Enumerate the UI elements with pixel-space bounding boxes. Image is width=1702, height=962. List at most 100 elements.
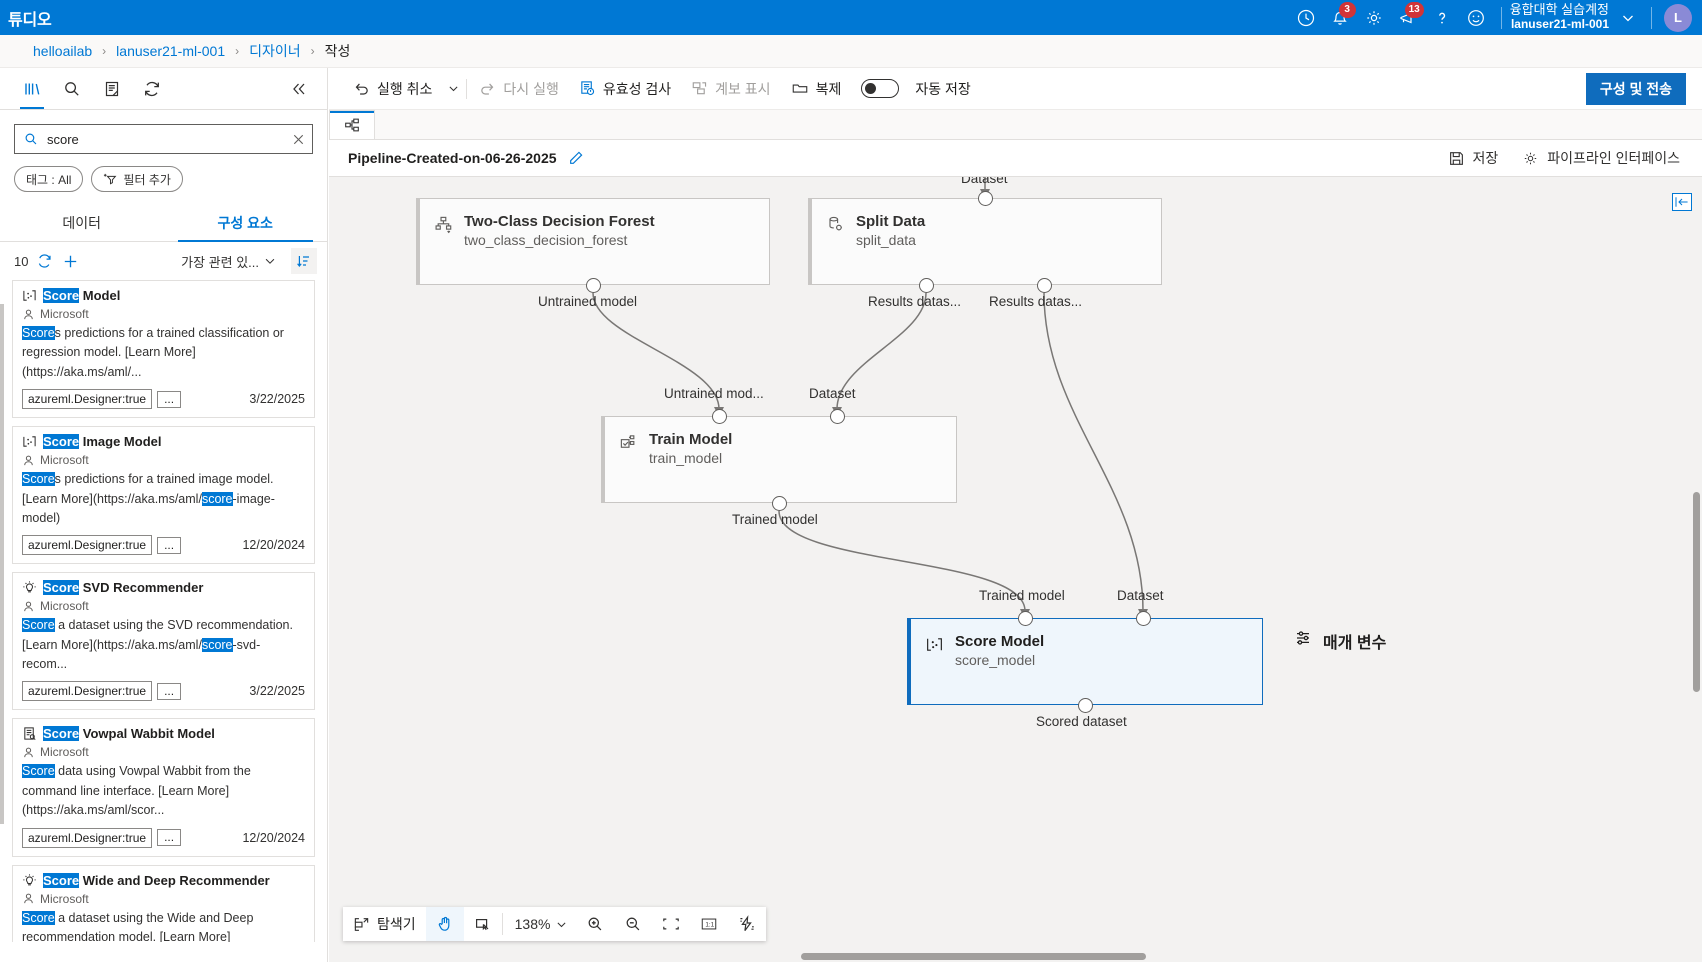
node-train-model[interactable]: Train Model train_model bbox=[601, 416, 957, 503]
input-port[interactable] bbox=[977, 190, 993, 206]
refresh-icon[interactable] bbox=[132, 68, 172, 109]
list-item[interactable]: Score Wide and Deep Recommender Microsof… bbox=[12, 864, 315, 942]
parameters-flyout[interactable]: 매개 변수 bbox=[1280, 621, 1401, 660]
node-score-model[interactable]: Score Model score_model bbox=[907, 618, 1263, 705]
account-info[interactable]: 융합대학 실습계정 lanuser21-ml-001 bbox=[1510, 2, 1613, 32]
fit-to-screen-button[interactable] bbox=[652, 907, 690, 941]
node-split-data[interactable]: Split Data split_data bbox=[808, 198, 1162, 285]
node-title: Two-Class Decision Forest bbox=[464, 213, 655, 230]
tag-overflow[interactable]: ... bbox=[157, 390, 182, 408]
tag-overflow[interactable]: ... bbox=[157, 536, 182, 554]
header-divider bbox=[1500, 6, 1502, 29]
input-port[interactable] bbox=[1135, 610, 1151, 626]
pencil-icon[interactable] bbox=[568, 150, 584, 166]
zoom-out-button[interactable] bbox=[614, 907, 652, 941]
undo-history-chevron-icon[interactable] bbox=[442, 73, 464, 105]
pipeline-tab[interactable] bbox=[329, 110, 375, 139]
input-port[interactable] bbox=[711, 408, 727, 424]
publisher: Microsoft bbox=[22, 745, 305, 759]
fit-to-screen-icon bbox=[663, 918, 680, 930]
zoom-in-button[interactable] bbox=[576, 907, 614, 941]
pan-tool-button[interactable] bbox=[425, 907, 464, 941]
lineage-button[interactable]: 계보 표시 bbox=[681, 73, 780, 105]
clone-button[interactable]: 복제 bbox=[781, 73, 852, 105]
search-icon bbox=[25, 133, 37, 145]
submit-button[interactable]: 구성 및 전송 bbox=[1585, 72, 1686, 105]
list-item[interactable]: Score Model Microsoft Scores predictions… bbox=[12, 280, 315, 419]
breadcrumb: helloailab › lanuser21-ml-001 › 디자이너 › 작… bbox=[0, 35, 1702, 68]
tag-overflow[interactable]: ... bbox=[157, 682, 182, 700]
avatar[interactable]: L bbox=[1664, 3, 1692, 32]
bell-icon[interactable]: 3 bbox=[1323, 0, 1357, 35]
input-port[interactable] bbox=[829, 408, 845, 424]
output-port[interactable] bbox=[1036, 277, 1052, 293]
help-icon[interactable] bbox=[1425, 0, 1459, 35]
select-tool-button[interactable] bbox=[464, 907, 502, 941]
breadcrumb-item-1[interactable]: lanuser21-ml-001 bbox=[116, 43, 226, 59]
tag-chip[interactable]: azureml.Designer:true bbox=[22, 535, 153, 556]
port-label: Results datas... bbox=[868, 294, 962, 309]
canvas-vertical-scrollbar[interactable] bbox=[1693, 492, 1700, 692]
list-item[interactable]: Score Vowpal Wabbit Model Microsoft Scor… bbox=[12, 718, 315, 857]
undo-button[interactable]: 실행 취소 bbox=[343, 73, 442, 105]
output-port[interactable] bbox=[918, 277, 934, 293]
output-port[interactable] bbox=[1077, 697, 1093, 713]
pipeline-canvas[interactable]: Dataset Two-Class Decision Forest two_cl… bbox=[329, 177, 1702, 962]
svg-text:1:1: 1:1 bbox=[706, 922, 715, 929]
assets-library-icon[interactable] bbox=[12, 68, 52, 109]
output-port[interactable] bbox=[771, 495, 787, 511]
notes-icon[interactable] bbox=[92, 68, 132, 109]
gear-icon[interactable] bbox=[1357, 0, 1391, 35]
component-results-list[interactable]: Score Model Microsoft Scores predictions… bbox=[0, 280, 327, 942]
input-port[interactable] bbox=[1017, 610, 1033, 626]
output-port[interactable] bbox=[585, 277, 601, 293]
collapse-panel-icon[interactable] bbox=[1672, 193, 1692, 211]
modified-date: 12/20/2024 bbox=[242, 538, 305, 553]
search-icon[interactable] bbox=[52, 68, 92, 109]
refresh-results-icon[interactable] bbox=[36, 253, 53, 270]
clock-icon[interactable] bbox=[1289, 0, 1323, 35]
hand-pan-icon bbox=[438, 916, 450, 931]
tag-chip[interactable]: azureml.Designer:true bbox=[22, 681, 153, 702]
search-input[interactable] bbox=[39, 130, 291, 148]
chevron-down-icon[interactable] bbox=[1613, 10, 1643, 26]
add-filter-chip[interactable]: 필터 추가 bbox=[91, 166, 183, 192]
explorer-button[interactable]: 탐색기 bbox=[343, 907, 426, 941]
list-item[interactable]: Score SVD Recommender Microsoft Score a … bbox=[12, 572, 315, 711]
component-description: Scores predictions for a trained classif… bbox=[22, 326, 284, 379]
pipeline-interface-button[interactable]: 파이프라인 인터페이스 bbox=[1510, 142, 1692, 174]
save-button[interactable]: 저장 bbox=[1436, 142, 1511, 174]
zoom-level-dropdown[interactable]: 138% bbox=[503, 916, 577, 932]
sort-dropdown[interactable]: 가장 관련 있... bbox=[181, 252, 277, 271]
tag-filter-chip[interactable]: 태그 : All bbox=[14, 166, 84, 192]
zoom-in-icon bbox=[589, 917, 602, 931]
tag-chip[interactable]: azureml.Designer:true bbox=[22, 389, 153, 410]
breadcrumb-item-0[interactable]: helloailab bbox=[33, 43, 93, 59]
plus-icon[interactable] bbox=[61, 252, 80, 271]
pipeline-actions: 저장 파이프라인 인터페이스 bbox=[1436, 142, 1702, 174]
autosave-switch[interactable] bbox=[861, 79, 900, 98]
auto-layout-button[interactable] bbox=[728, 907, 766, 941]
autosave-toggle[interactable]: 자동 저장 bbox=[851, 73, 980, 105]
port-label: Scored dataset bbox=[1036, 714, 1127, 729]
tab-components[interactable]: 구성 요소 bbox=[164, 204, 328, 242]
node-two-class-decision-forest[interactable]: Two-Class Decision Forest two_class_deci… bbox=[416, 198, 770, 285]
node-subtitle: train_model bbox=[649, 450, 723, 467]
list-item[interactable]: Score Image Model Microsoft Scores predi… bbox=[12, 426, 315, 565]
validate-button[interactable]: 유효성 검사 bbox=[569, 73, 681, 105]
sort-direction-button[interactable] bbox=[291, 248, 317, 274]
tab-data[interactable]: 데이터 bbox=[62, 215, 102, 231]
feedback-icon[interactable]: 13 bbox=[1391, 0, 1425, 35]
redo-button[interactable]: 다시 실행 bbox=[469, 73, 568, 105]
tag-chip[interactable]: azureml.Designer:true bbox=[22, 827, 153, 848]
sidebar-scrollbar[interactable] bbox=[0, 304, 4, 824]
clear-search-icon[interactable] bbox=[291, 132, 306, 147]
publisher: Microsoft bbox=[22, 892, 305, 906]
search-box[interactable] bbox=[14, 124, 313, 154]
canvas-horizontal-scrollbar[interactable] bbox=[801, 953, 1146, 960]
actual-size-button[interactable]: 1:1 bbox=[690, 907, 728, 941]
tag-overflow[interactable]: ... bbox=[157, 829, 182, 846]
collapse-sidebar-icon[interactable] bbox=[283, 80, 315, 98]
smiley-icon[interactable] bbox=[1459, 0, 1493, 35]
breadcrumb-item-2[interactable]: 디자이너 bbox=[249, 43, 301, 59]
